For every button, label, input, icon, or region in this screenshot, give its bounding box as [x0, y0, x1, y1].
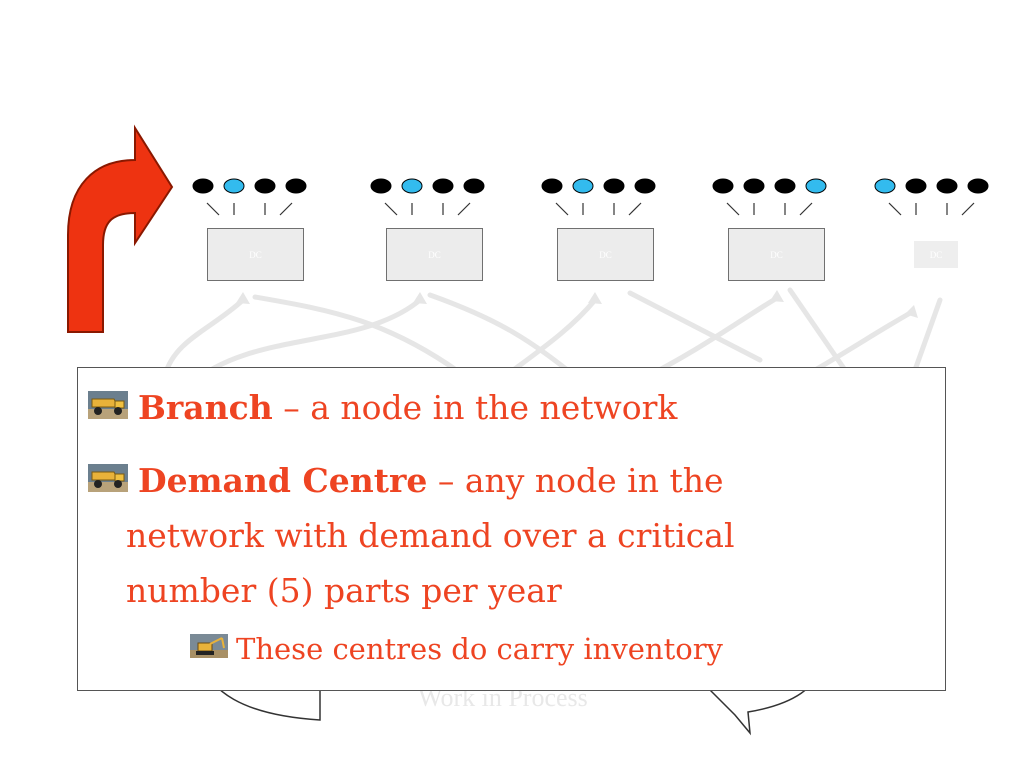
- flow-arrow: [812, 309, 915, 373]
- red-curved-arrow: [67, 124, 174, 333]
- flow-arrow: [162, 297, 246, 378]
- definition-demand-centre: any node in the: [464, 461, 724, 500]
- node-black: [370, 178, 392, 194]
- definition-continuation: network with demand over a critical: [126, 516, 735, 555]
- flow-arrow: [912, 297, 943, 373]
- dc-box: DC: [728, 228, 825, 281]
- bullet-demand-centre: Demand Centre – any node in the: [88, 461, 724, 503]
- node-connector: [628, 202, 642, 216]
- node-connector: [726, 202, 740, 216]
- node-group: [712, 178, 827, 216]
- node-black: [285, 178, 307, 194]
- term-demand-centre: Demand Centre: [138, 461, 428, 500]
- node-connector: [457, 202, 471, 216]
- node-blue: [572, 178, 594, 194]
- definition-continuation: number (5) parts per year: [126, 571, 562, 610]
- arrowhead: [588, 292, 602, 304]
- node-black: [967, 178, 989, 194]
- flow-arrow: [427, 292, 583, 383]
- node-black: [743, 178, 765, 194]
- arrowhead: [413, 292, 427, 304]
- flow-arrow: [627, 290, 763, 363]
- node-group: [541, 178, 656, 216]
- term-branch: Branch: [138, 388, 273, 427]
- node-connector: [555, 202, 569, 216]
- node-connector: [384, 202, 398, 216]
- node-black: [541, 178, 563, 194]
- node-group: [874, 178, 989, 216]
- node-connector: [799, 202, 813, 216]
- haul-truck-icon: [88, 461, 128, 500]
- arrowhead: [236, 292, 250, 304]
- arrowhead: [905, 305, 918, 318]
- bullet-branch: Branch – a node in the network: [88, 388, 677, 430]
- excavator-icon: [190, 631, 228, 665]
- flow-arrowheads: [236, 290, 918, 318]
- definition-branch: a node in the network: [310, 388, 678, 427]
- node-groups: [192, 178, 989, 216]
- node-group: [370, 178, 485, 216]
- dc-box: DC: [914, 241, 958, 268]
- node-black: [712, 178, 734, 194]
- node-connector: [206, 202, 220, 216]
- node-blue: [223, 178, 245, 194]
- dc-box: DC: [557, 228, 654, 281]
- dc-box: DC: [386, 228, 483, 281]
- node-black: [603, 178, 625, 194]
- sub-bullet-inventory: These centres do carry inventory: [190, 632, 723, 668]
- haul-truck-icon: [88, 388, 128, 427]
- definitions-callout: Branch – a node in the network Demand Ce…: [77, 367, 946, 691]
- dc-box: DC: [207, 228, 304, 281]
- node-black: [774, 178, 796, 194]
- node-blue: [874, 178, 896, 194]
- node-black: [432, 178, 454, 194]
- node-black: [463, 178, 485, 194]
- separator: –: [272, 388, 311, 427]
- node-group: [192, 178, 307, 216]
- arrowhead: [770, 290, 784, 302]
- node-blue: [805, 178, 827, 194]
- separator: –: [427, 461, 465, 500]
- flow-arrow: [252, 294, 473, 383]
- node-black: [192, 178, 214, 194]
- node-connector: [888, 202, 902, 216]
- node-blue: [401, 178, 423, 194]
- node-connector: [279, 202, 293, 216]
- node-black: [634, 178, 656, 194]
- node-connector: [961, 202, 975, 216]
- node-black: [905, 178, 927, 194]
- sub-bullet-text: These centres do carry inventory: [236, 632, 723, 666]
- node-black: [254, 178, 276, 194]
- node-black: [936, 178, 958, 194]
